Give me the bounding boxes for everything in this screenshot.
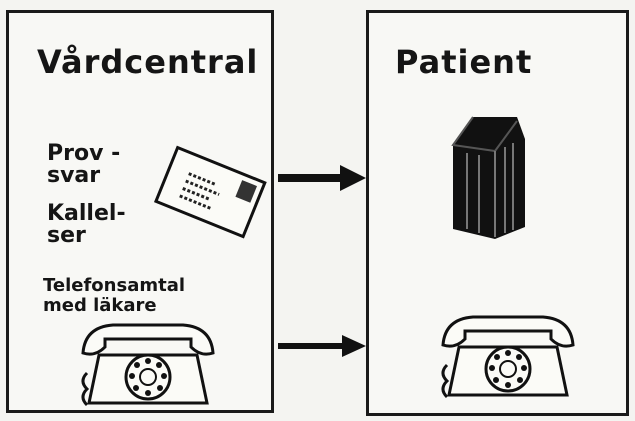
rotary-phone-icon: [441, 315, 575, 399]
rotary-phone-icon: [81, 323, 215, 407]
vardcentral-title: Vårdcentral: [37, 43, 259, 81]
mail-arrow: [278, 165, 366, 191]
patient-panel: Patient: [366, 10, 629, 416]
provsvar-label: Prov - svar: [47, 141, 121, 188]
phone-arrow: [278, 335, 366, 357]
patient-title: Patient: [395, 43, 533, 81]
house-icon: [451, 116, 525, 239]
kallelser-label: Kallel- ser: [47, 201, 126, 248]
envelope-icon: [153, 145, 267, 239]
vardcentral-panel: Vårdcentral Prov - svar Kallel- ser Tele…: [6, 10, 274, 413]
telefonsamtal-label: Telefonsamtal med läkare: [43, 275, 186, 316]
